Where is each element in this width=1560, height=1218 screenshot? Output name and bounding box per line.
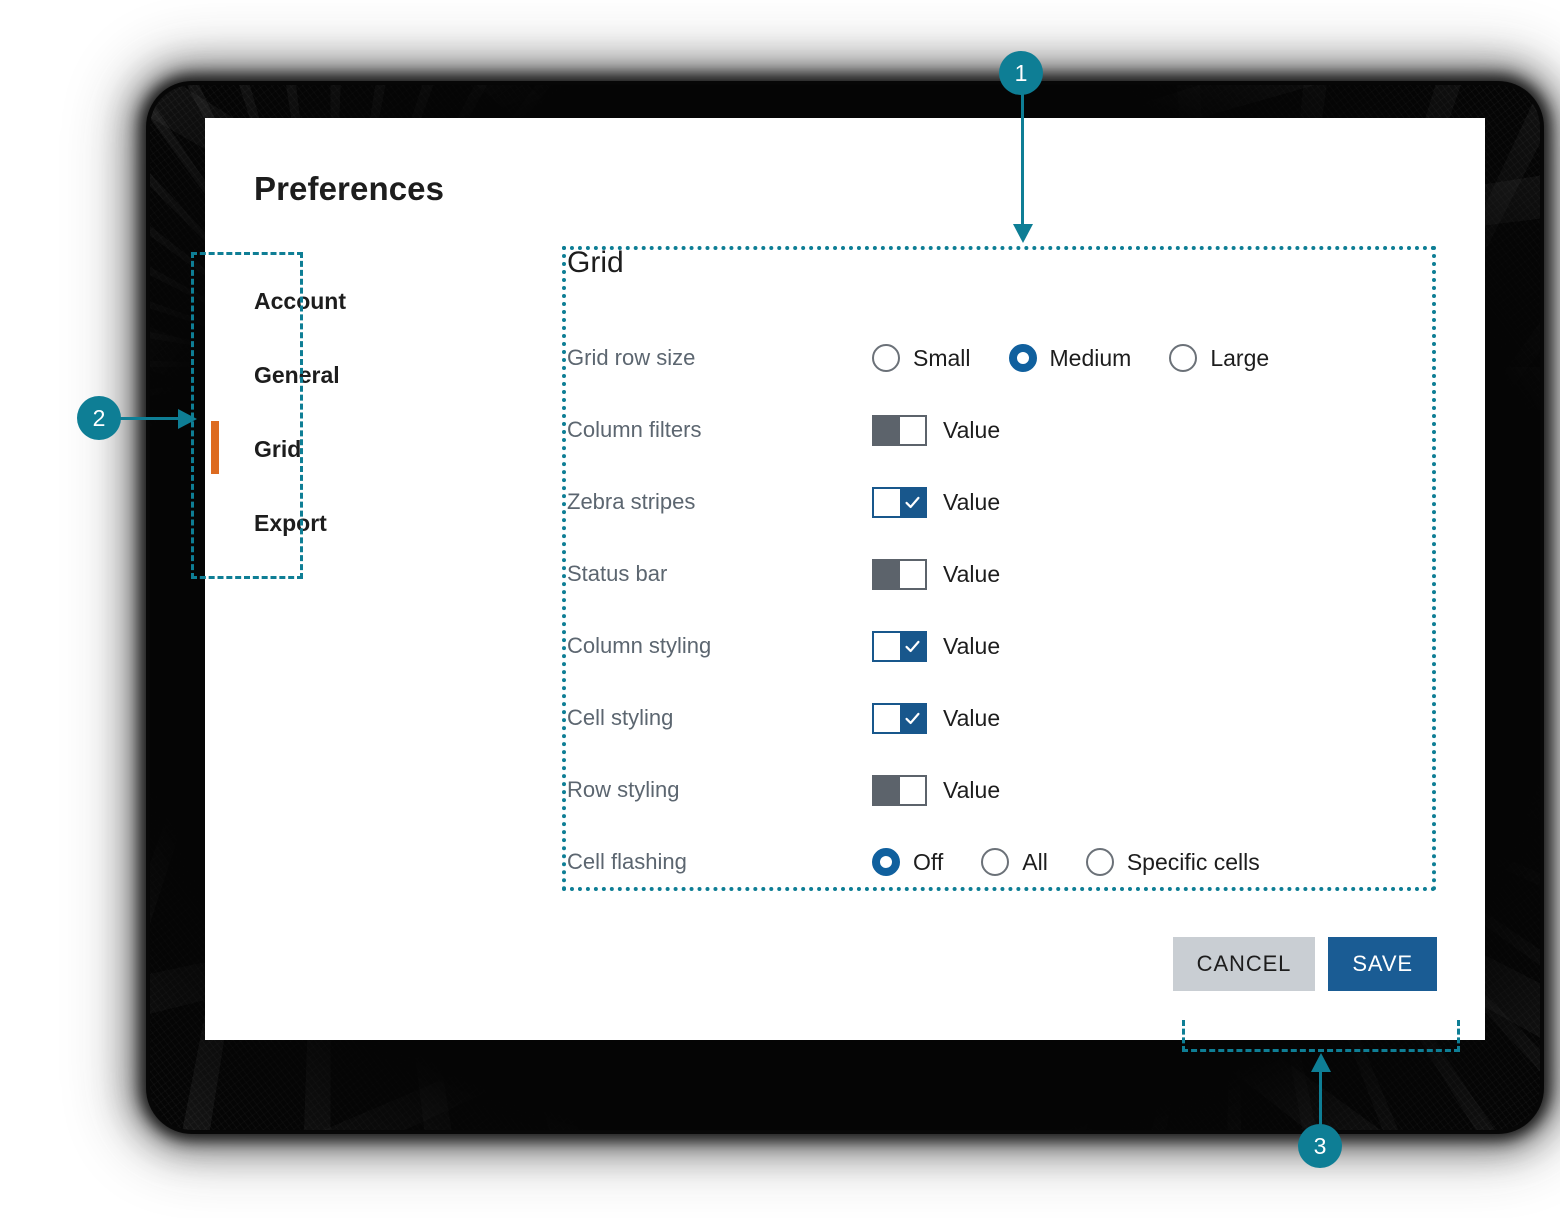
toggle-value-label: Value <box>943 488 1001 515</box>
setting-row-cell-flashing: Cell flashing Off All Specific cells <box>567 826 1439 898</box>
toggle-knob <box>874 560 900 588</box>
sidebar-item-general[interactable]: General <box>254 338 504 412</box>
active-indicator-bar <box>211 421 219 474</box>
toggle-track <box>899 416 925 444</box>
dialog-actions: CANCEL SAVE <box>1172 937 1437 991</box>
check-icon <box>905 496 920 508</box>
toggle-knob <box>899 488 925 516</box>
setting-label: Column styling <box>567 633 712 658</box>
radio-unchecked-icon[interactable] <box>1085 848 1114 876</box>
setting-label: Column filters <box>567 417 702 442</box>
save-button[interactable]: SAVE <box>1328 937 1437 991</box>
toggle-track <box>874 704 900 732</box>
annotation-marker-2: 2 <box>77 396 121 440</box>
check-icon <box>905 640 920 652</box>
toggle-track <box>874 488 900 516</box>
radio-group-cell-flashing: Off All Specific cells <box>872 848 1260 876</box>
setting-row-zebra-stripes: Zebra stripes Value <box>567 466 1439 538</box>
sidebar-item-account[interactable]: Account <box>254 264 504 338</box>
toggle-knob <box>899 704 925 732</box>
setting-control: Value <box>872 558 1001 590</box>
setting-row-row-styling: Row styling Value <box>567 754 1439 826</box>
toggle-value-label: Value <box>943 776 1001 803</box>
setting-label: Cell styling <box>567 705 674 730</box>
check-icon <box>905 712 920 724</box>
radio-option-label: Specific cells <box>1126 848 1260 875</box>
setting-row-cell-styling: Cell styling Value <box>567 682 1439 754</box>
toggle-column-styling[interactable] <box>872 630 927 662</box>
sidebar-item-label: Grid <box>254 435 302 462</box>
setting-label: Zebra stripes <box>567 489 696 514</box>
annotation-marker-1-number: 1 <box>1014 59 1028 86</box>
toggle-value-label: Value <box>943 560 1001 587</box>
setting-control: Small Medium Large <box>872 344 1269 372</box>
setting-control: Off All Specific cells <box>872 848 1260 876</box>
toggle-value-label: Value <box>943 416 1001 443</box>
toggle-zebra-stripes[interactable] <box>872 486 927 518</box>
radio-unchecked-icon[interactable] <box>872 344 900 372</box>
toggle-knob <box>899 632 925 660</box>
radio-option-all[interactable]: All <box>981 848 1048 876</box>
setting-label: Cell flashing <box>567 849 687 874</box>
setting-row-column-filters: Column filters Value <box>567 394 1439 466</box>
setting-control: Value <box>872 774 1001 806</box>
sidebar-item-grid[interactable]: Grid <box>211 412 504 486</box>
sidebar-item-label: Account <box>254 287 346 314</box>
radio-option-label: Off <box>913 848 944 875</box>
cancel-button[interactable]: CANCEL <box>1172 937 1316 991</box>
toggle-track <box>899 776 925 804</box>
radio-option-specific-cells[interactable]: Specific cells <box>1085 848 1260 876</box>
toggle-knob <box>874 416 900 444</box>
annotation-marker-3: 3 <box>1298 1124 1342 1168</box>
setting-control: Value <box>872 702 1001 734</box>
toggle-status-bar[interactable] <box>872 558 927 590</box>
toggle-value-label: Value <box>943 632 1001 659</box>
toggle-track <box>899 560 925 588</box>
radio-option-medium[interactable]: Medium <box>1008 344 1132 372</box>
radio-option-large[interactable]: Large <box>1169 344 1269 372</box>
annotation-marker-2-number: 2 <box>92 404 106 431</box>
toggle-knob <box>874 776 900 804</box>
panel-title: Grid <box>567 246 624 279</box>
setting-row-column-styling: Column styling Value <box>567 610 1439 682</box>
radio-option-label: All <box>1022 848 1048 875</box>
radio-checked-icon[interactable] <box>872 848 900 876</box>
toggle-column-filters[interactable] <box>872 414 927 446</box>
radio-group-grid-row-size: Small Medium Large <box>872 344 1269 372</box>
radio-option-label: Large <box>1210 344 1270 371</box>
toggle-row-styling[interactable] <box>872 774 927 806</box>
radio-option-small[interactable]: Small <box>872 344 971 372</box>
radio-option-off[interactable]: Off <box>872 848 943 876</box>
toggle-value-label: Value <box>943 704 1001 731</box>
radio-option-label: Small <box>913 344 971 371</box>
sidebar-item-label: Export <box>254 509 327 536</box>
radio-unchecked-icon[interactable] <box>1169 344 1198 372</box>
toggle-cell-styling[interactable] <box>872 702 927 734</box>
setting-label: Row styling <box>567 777 680 802</box>
sidebar-item-label: General <box>254 361 340 388</box>
setting-row-grid-row-size: Grid row size Small Medium Large <box>567 322 1439 394</box>
radio-checked-icon[interactable] <box>1008 344 1037 372</box>
annotation-marker-3-number: 3 <box>1313 1132 1327 1159</box>
radio-unchecked-icon[interactable] <box>981 848 1010 876</box>
setting-label: Status bar <box>567 561 668 586</box>
sidebar-item-export[interactable]: Export <box>254 486 504 560</box>
page-title: Preferences <box>254 170 445 207</box>
toggle-track <box>874 632 900 660</box>
setting-control: Value <box>872 486 1001 518</box>
setting-control: Value <box>872 414 1001 446</box>
radio-option-label: Medium <box>1049 344 1132 371</box>
setting-control: Value <box>872 630 1001 662</box>
setting-label: Grid row size <box>567 345 696 370</box>
setting-row-status-bar: Status bar Value <box>567 538 1439 610</box>
